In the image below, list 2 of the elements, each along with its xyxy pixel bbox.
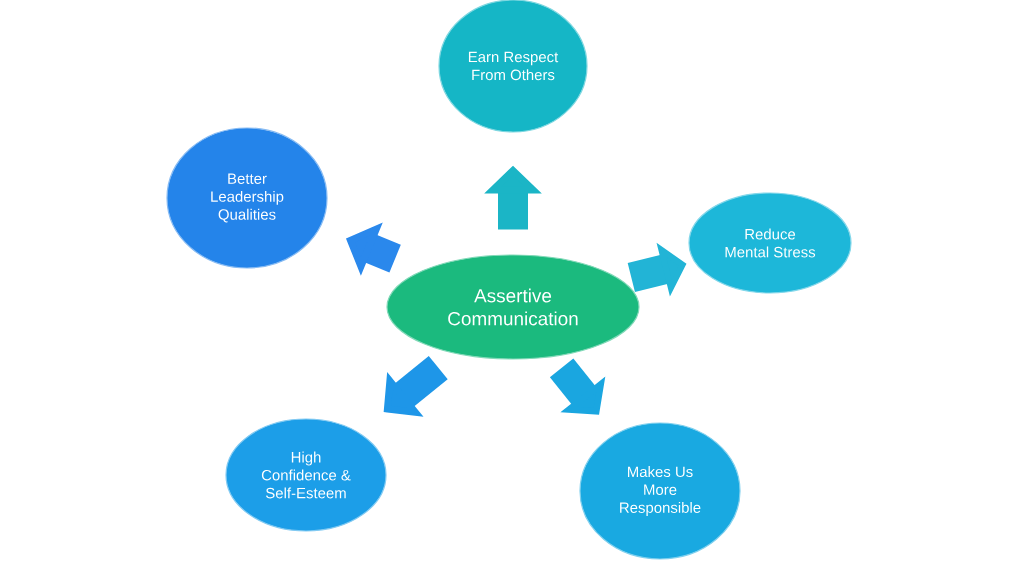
block-arrow <box>549 358 606 415</box>
block-arrow <box>383 356 448 417</box>
